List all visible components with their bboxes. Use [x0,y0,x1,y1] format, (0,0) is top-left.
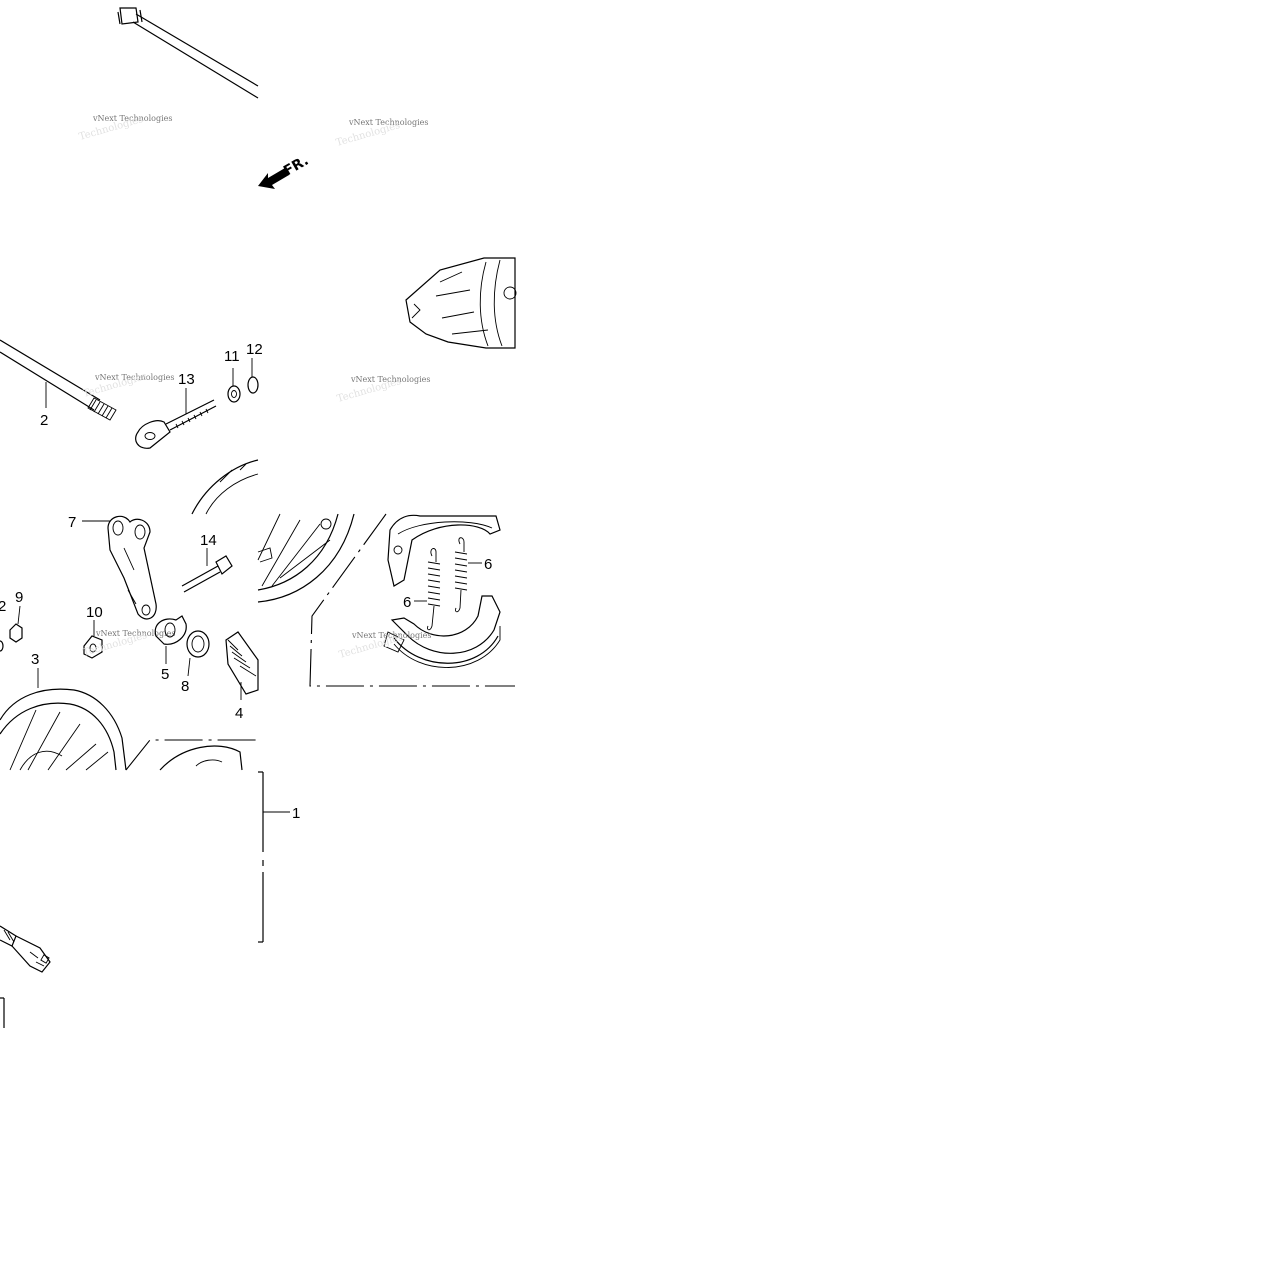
callout-13: 13 [178,371,195,388]
nut-10-drawing [83,620,103,659]
callout-7: 7 [68,514,76,531]
dust-seal-8-drawing [186,630,210,677]
wheel-spokes-drawing [257,513,355,603]
chain-adjuster-drawing [135,388,217,449]
indicator-plate-5-drawing [154,615,187,664]
nut-12-drawing [247,358,259,394]
callout-12: 12 [246,341,263,358]
callout-2: 2 [40,412,48,429]
watermark-text: vNext Technologies [94,373,174,382]
axle-bolt-drawing [117,7,259,99]
spring-6b-drawing [454,537,482,613]
watermark-text: vNext Technologies [351,631,431,640]
brake-shoe-assembly-outline [309,513,515,687]
callout-10: 10 [86,604,103,621]
watermark-text: vNext Technologies [95,629,175,638]
watermark-text: vNext Technologies [348,118,428,127]
callout-8: 8 [181,678,189,695]
callout-5: 5 [161,666,169,683]
brake-arm-drawing [82,515,157,620]
frame-corner [0,997,5,1028]
cam-4-drawing [225,631,259,700]
speedometer-gearbox-drawing [0,925,51,973]
direction-label: FR. [281,153,311,180]
brake-drum-drawing [125,739,258,771]
brake-panel-drawing [405,257,517,349]
wheel-hub-3-drawing [0,668,127,771]
watermark-text: vNext Technologies [350,375,430,384]
brake-shoe-upper-drawing [387,514,501,587]
brake-shoe-lower-drawing [383,595,501,668]
callout-6a: 6 [403,594,411,611]
callout-9: 9 [15,589,23,606]
callout-11: 11 [224,348,240,365]
callout-14: 14 [200,532,217,549]
brake-panel-edge-drawing [191,459,259,515]
spring-6a-drawing [414,548,441,631]
callout-2b: 2 [0,598,6,615]
rear-axle-drawing [0,339,117,421]
callout-3: 3 [31,651,39,668]
nut-9-drawing [9,605,23,643]
callout-1: 1 [292,805,300,822]
watermark-text: vNext Technologies [92,114,172,123]
front-direction-arrow-icon [258,168,289,189]
washer-11-drawing [227,368,241,403]
bolt-14-drawing [181,548,233,593]
assembly-bracket [258,771,290,943]
callout-4: 4 [235,705,243,722]
callout-6b: 6 [484,556,492,573]
